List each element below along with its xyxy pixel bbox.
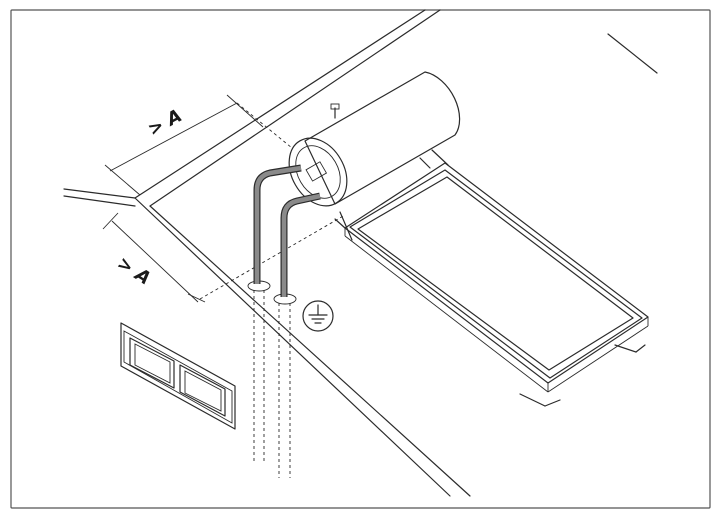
dimension-label-left: > A [113,253,154,290]
dimension-lines [102,94,346,303]
solar-collector-panel [334,149,649,407]
pipe-routes-in-wall [253,290,291,478]
roof-outline [134,9,658,207]
wall-outline [63,188,471,497]
ground-symbol-icon [302,300,334,332]
connection-pipes [253,164,321,297]
wall-window [120,322,236,430]
storage-tank [288,71,461,207]
figure-frame [10,9,711,509]
dimension-label-top: > A [144,105,185,140]
